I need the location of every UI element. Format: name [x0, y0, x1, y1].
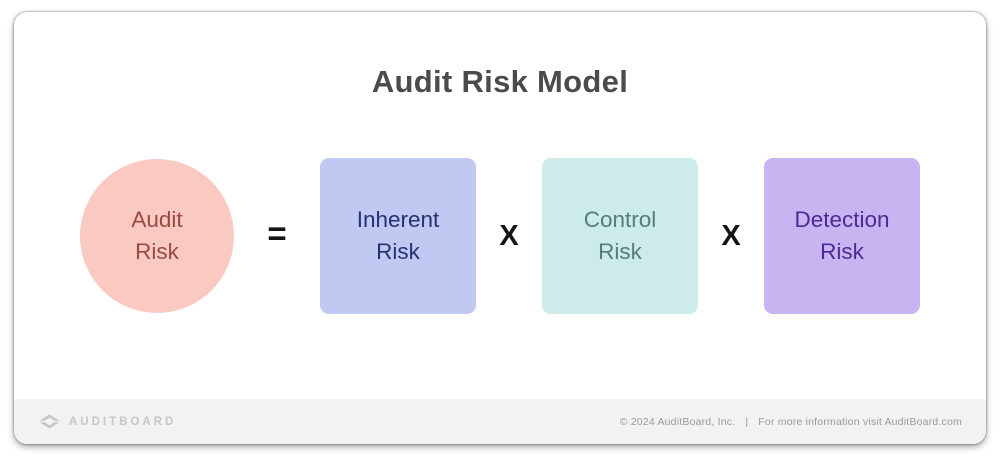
footer-bar: AUDITBOARD © 2024 AuditBoard, Inc. | For…	[14, 399, 986, 444]
multiply-operator: X	[721, 219, 741, 252]
detection-risk-box: Detection Risk	[764, 158, 920, 314]
slide-card: Audit Risk Model Audit Risk = Inherent R…	[14, 12, 986, 444]
footer-divider: |	[745, 415, 749, 428]
control-risk-label: Control Risk	[583, 207, 657, 264]
auditboard-brand: AUDITBOARD	[38, 414, 176, 429]
page-title: Audit Risk Model	[371, 64, 629, 99]
detection-risk-label: Detection Risk	[794, 207, 890, 264]
control-risk-box: Control Risk	[542, 158, 698, 314]
audit-risk-equation: Audit Risk = Inherent Risk X Control Ris…	[14, 158, 986, 314]
footer-info-text: For more information visit AuditBoard.co…	[758, 415, 962, 428]
audit-risk-circle: Audit Risk	[80, 159, 234, 313]
audit-risk-label: Audit Risk	[131, 207, 183, 264]
auditboard-eye-icon	[39, 414, 60, 429]
footer-legal: © 2024 AuditBoard, Inc. | For more infor…	[620, 416, 962, 428]
inherent-risk-label: Inherent Risk	[356, 207, 440, 264]
equals-operator: =	[267, 215, 287, 252]
inherent-risk-box: Inherent Risk	[320, 158, 476, 314]
multiply-operator: X	[499, 219, 519, 252]
auditboard-wordmark: AUDITBOARD	[69, 415, 177, 428]
copyright-text: © 2024 AuditBoard, Inc.	[619, 415, 736, 428]
